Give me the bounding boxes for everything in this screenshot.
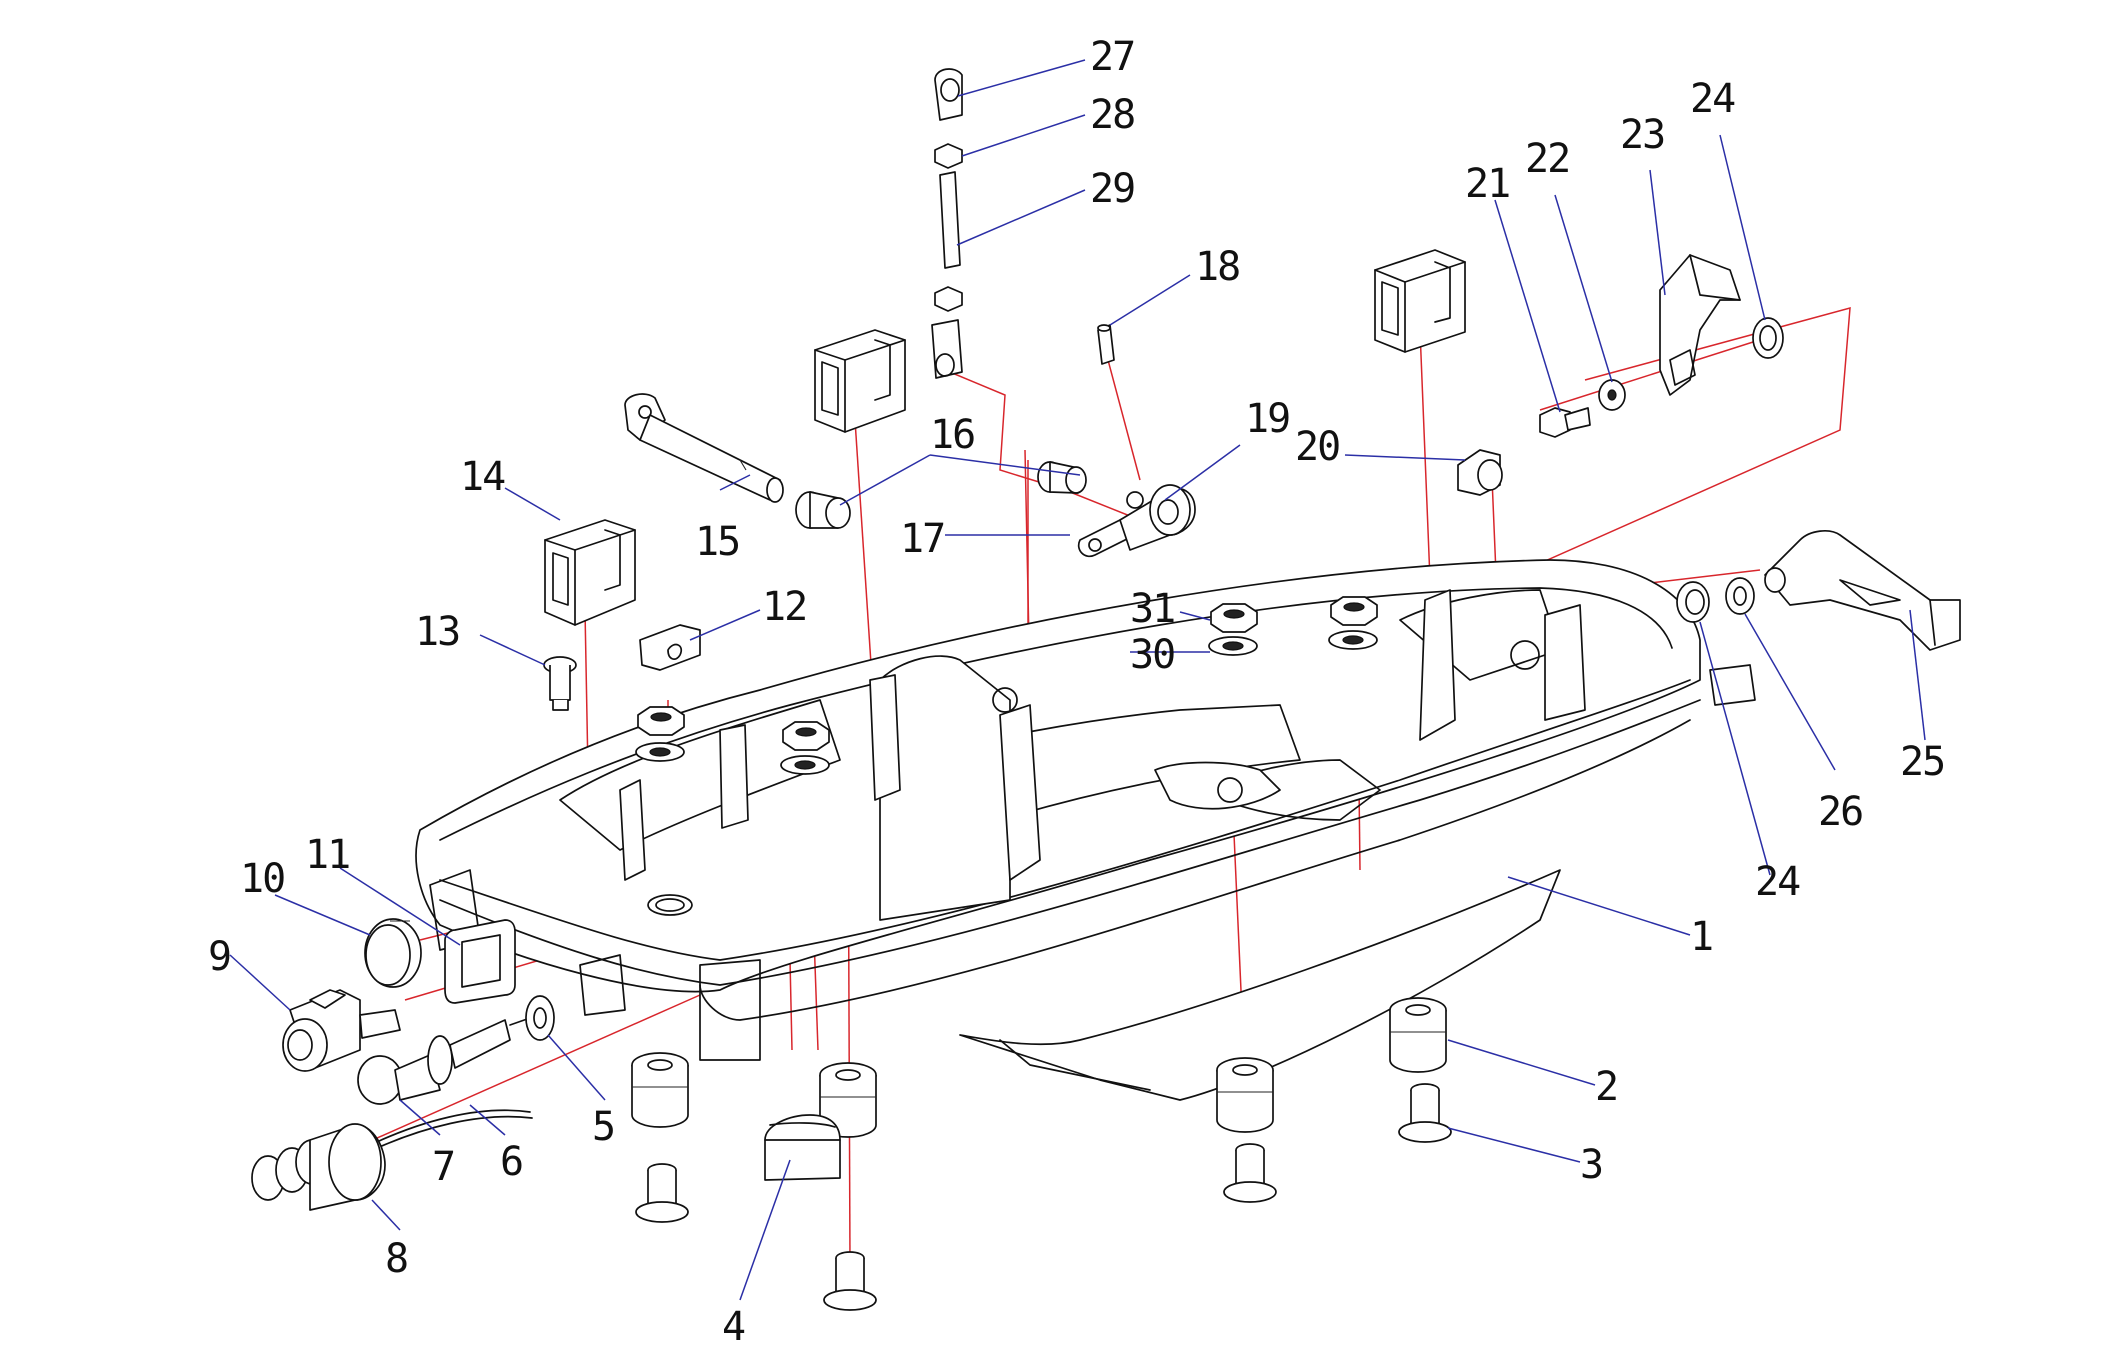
label-21: 21	[1465, 161, 1509, 207]
label-4: 4	[722, 1304, 745, 1350]
label-26: 26	[1818, 789, 1862, 835]
bottom-cowl-tray	[415, 559, 1756, 1101]
label-10: 10	[240, 856, 284, 902]
label-14: 14	[460, 454, 505, 500]
label-5: 5	[592, 1104, 614, 1150]
label-6: 6	[500, 1139, 522, 1185]
label-30: 30	[1130, 632, 1174, 678]
front-fittings	[251, 918, 555, 1211]
small-parts-left	[543, 519, 701, 711]
label-13: 13	[415, 609, 459, 655]
label-16: 16	[930, 412, 974, 458]
nuts-washers	[635, 596, 1378, 775]
link-arms	[1077, 324, 1196, 558]
label-15: 15	[695, 519, 739, 565]
label-25: 25	[1900, 739, 1944, 785]
shaft-assembly	[624, 393, 1087, 529]
label-31: 31	[1130, 586, 1174, 632]
label-22: 22	[1525, 136, 1569, 182]
label-28: 28	[1090, 92, 1134, 138]
leader-lines	[229, 59, 1926, 1301]
part-number-labels: 1 2 3 4 5 6 7 8 9 10 11 12 13 14 15 16 1…	[208, 34, 1946, 1350]
label-8: 8	[385, 1236, 407, 1282]
mount-bushings	[631, 997, 1452, 1311]
label-2: 2	[1595, 1064, 1617, 1110]
label-19: 19	[1245, 396, 1289, 442]
label-7: 7	[432, 1144, 454, 1190]
label-27: 27	[1090, 34, 1134, 80]
label-3: 3	[1580, 1142, 1602, 1188]
rod-assembly	[931, 68, 963, 379]
label-24-top: 24	[1690, 76, 1735, 122]
label-23: 23	[1620, 112, 1664, 158]
blocks-upper	[814, 249, 1466, 433]
label-17: 17	[900, 516, 944, 562]
label-20: 20	[1295, 424, 1339, 470]
label-9: 9	[208, 934, 230, 980]
label-18: 18	[1195, 244, 1239, 290]
label-29: 29	[1090, 166, 1134, 212]
label-11: 11	[305, 832, 349, 878]
label-12: 12	[762, 584, 806, 630]
label-1: 1	[1690, 914, 1712, 960]
rubber-cap	[764, 1114, 841, 1181]
label-24-bottom: 24	[1755, 859, 1800, 905]
